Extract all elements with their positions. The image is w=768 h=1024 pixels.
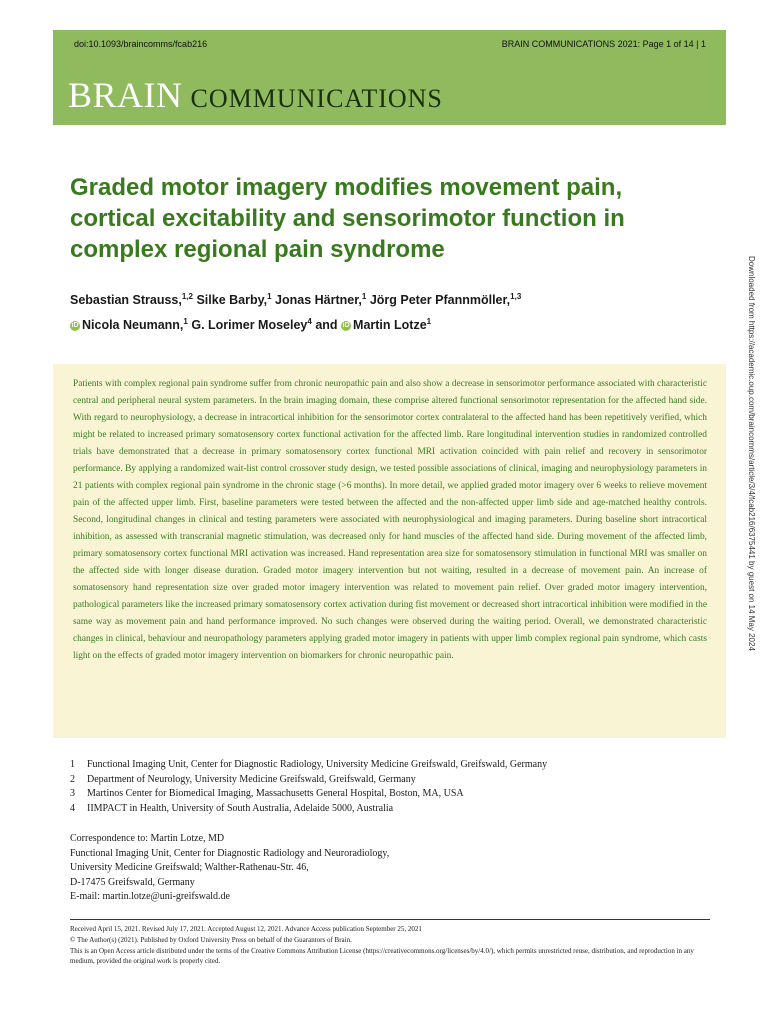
author-list: Sebastian Strauss,1,2 Silke Barby,1 Jona… (70, 286, 680, 336)
orcid-icon[interactable]: iD (70, 321, 80, 332)
author-text: Jörg Peter Pfannmöller, (369, 293, 511, 308)
brand-main: BRAIN (68, 75, 183, 115)
correspondence-line: D-17475 Greifswald, Germany (70, 876, 195, 888)
footer-line: This is an Open Access article distribut… (70, 946, 694, 966)
author-text: Silke Barby, (196, 293, 268, 308)
doi-link[interactable]: doi:10.1093/braincomms/fcab216 (74, 39, 208, 49)
affiliation-superscript: 4 (307, 317, 312, 327)
footer-line: © The Author(s) (2021). Published by Oxf… (70, 935, 352, 944)
affiliation-number: 4 (70, 802, 75, 814)
affiliation-item: 2 Department of Neurology, University Med… (70, 773, 690, 788)
affiliation-superscript: 1 (426, 317, 432, 327)
correspondence-line: Correspondence to: Martin Lotze, MD (70, 833, 225, 844)
affiliation-item: 1 Functional Imaging Unit, Center for Dia… (70, 758, 690, 773)
affiliation-superscript: 1 (361, 292, 367, 301)
author-text: G. Lorimer Moseley (191, 318, 308, 333)
affiliation-number: 1 (70, 759, 75, 770)
affiliation-item: 4 IIMPACT in Health, University of South … (70, 802, 690, 817)
affiliation-list: 1 Functional Imaging Unit, Center for Dia… (70, 758, 690, 816)
author-text: Martin Lotze (353, 318, 427, 333)
affiliation-text: Martinos Center for Biomedical Imaging, … (87, 788, 464, 799)
download-watermark: Downloaded from https://academic.oup.com… (747, 256, 756, 651)
article-title: Graded motor imagery modifies movement p… (70, 174, 625, 263)
journal-page-info: BRAIN COMMUNICATIONS 2021: Page 1 of 14 … (501, 39, 706, 49)
affiliation-text: Department of Neurology, University Medi… (87, 773, 416, 785)
author-text: and (315, 318, 338, 333)
affiliation-item: 3 Martinos Center for Biomedical Imaging,… (70, 787, 690, 802)
affiliation-number: 3 (70, 788, 75, 799)
affiliation-superscript: 1 (183, 317, 188, 327)
correspondence-line: University Medicine Greifswald; Walther-… (70, 862, 309, 873)
author-name: G. Lorimer Moseley4 (191, 317, 312, 333)
publication-footer: Received April 15, 2021. Revised July 17… (70, 924, 710, 967)
affiliation-superscript: 1,2 (181, 292, 193, 301)
author-name: Jörg Peter Pfannmöller,1,3 (369, 292, 522, 308)
footer-divider (70, 919, 710, 920)
affiliation-text: Functional Imaging Unit, Center for Diag… (87, 759, 548, 770)
author-name: Sebastian Strauss,1,2 (70, 292, 193, 308)
abstract-text: Patients with complex regional pain synd… (73, 379, 707, 661)
author-name: Jonas Härtner,1 (275, 292, 367, 308)
affiliation-number: 2 (70, 773, 75, 785)
orcid-icon[interactable]: iD (341, 321, 352, 332)
correspondence-block: Correspondence to: Martin Lotze, MD Funct… (70, 832, 690, 905)
journal-header-banner: doi:10.1093/braincomms/fcab216 BRAIN COM… (53, 30, 726, 125)
brand-sub: COMMUNICATIONS (190, 84, 443, 113)
affiliation-superscript: 1,3 (510, 292, 522, 301)
affiliation-text: IIMPACT in Health, University of South A… (87, 802, 394, 814)
footer-line: Received April 15, 2021. Revised July 17… (70, 925, 422, 933)
author-text: Sebastian Strauss, (70, 293, 182, 308)
affiliation-superscript: 1 (267, 292, 272, 301)
author-name: Silke Barby,1 (196, 292, 272, 308)
abstract-box: Patients with complex regional pain synd… (53, 364, 726, 738)
author-name: and (315, 318, 337, 332)
email-link[interactable]: E-mail: martin.lotze@uni-greifswald.de (70, 891, 230, 902)
author-text: Nicola Neumann, (82, 318, 184, 333)
correspondence-line: Functional Imaging Unit, Center for Diag… (70, 847, 390, 859)
author-text: Jonas Härtner, (275, 293, 362, 308)
